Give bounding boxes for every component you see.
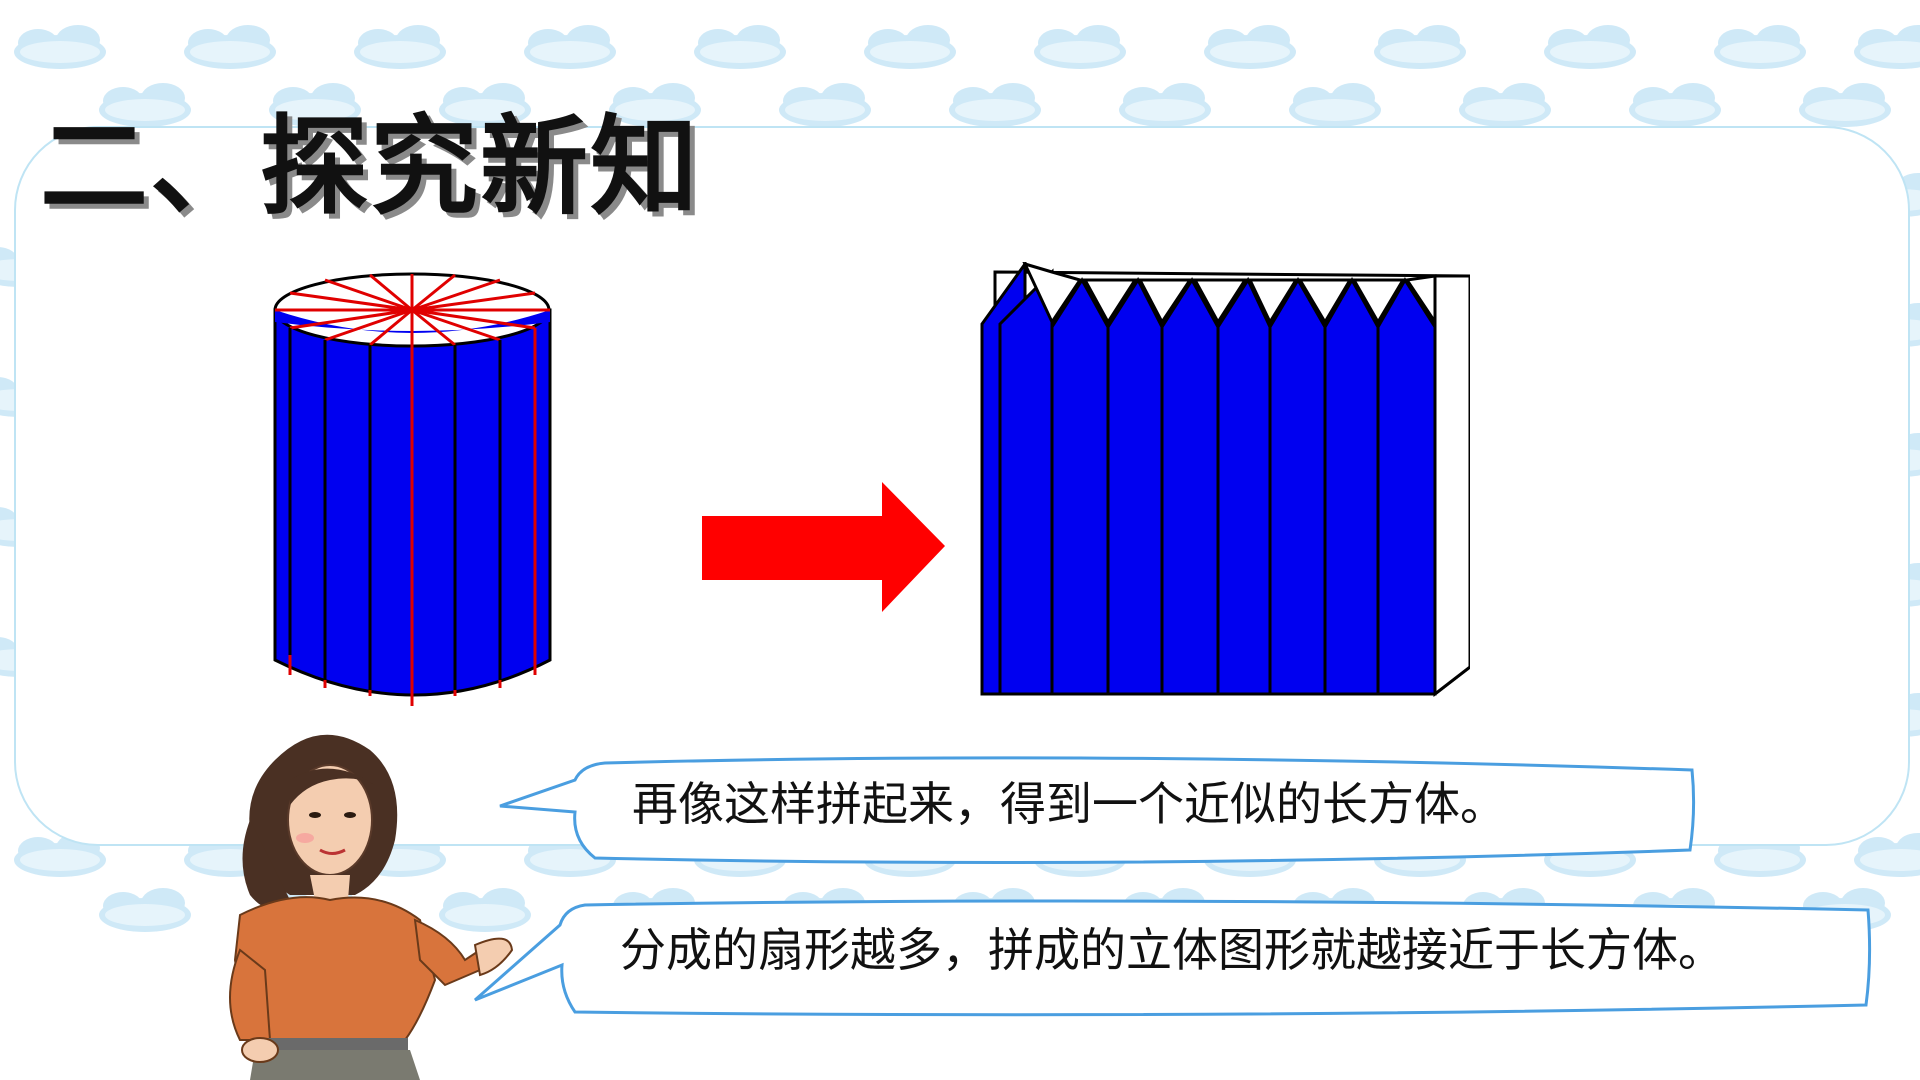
cuboid-figure bbox=[980, 262, 1470, 698]
speech-bubble-text-2: 分成的扇形越多，拼成的立体图形就越接近于长方体。 bbox=[620, 923, 1724, 977]
cylinder-figure bbox=[273, 272, 552, 706]
teacher-illustration bbox=[229, 734, 514, 1080]
right-arrow-icon bbox=[702, 482, 945, 612]
speech-bubble-text-1: 再像这样拼起来，得到一个近似的长方体。 bbox=[632, 777, 1506, 831]
page-title: 二、探究新知 bbox=[40, 105, 701, 230]
